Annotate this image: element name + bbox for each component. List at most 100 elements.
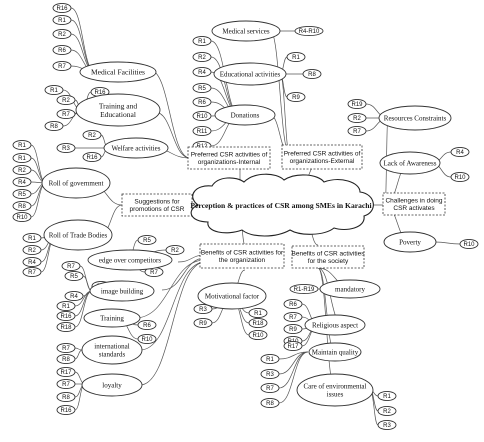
respondent-node[interactable] bbox=[283, 323, 303, 335]
respondent-node[interactable] bbox=[12, 188, 32, 200]
respondent-label: R7 bbox=[62, 112, 70, 118]
respondent-node[interactable] bbox=[283, 311, 303, 323]
respondent-node[interactable] bbox=[22, 244, 42, 256]
respondent-node[interactable] bbox=[377, 390, 397, 402]
theme-care-environment[interactable] bbox=[296, 373, 374, 407]
respondent-node[interactable] bbox=[377, 419, 397, 431]
respondent-node[interactable] bbox=[260, 397, 280, 409]
respondent-node[interactable] bbox=[64, 290, 84, 302]
respondent-node[interactable] bbox=[137, 333, 157, 345]
theme-mandatory[interactable] bbox=[319, 279, 381, 299]
respondent-node[interactable] bbox=[52, 14, 72, 26]
respondent-node[interactable] bbox=[193, 303, 213, 315]
respondent-node[interactable] bbox=[64, 270, 84, 282]
theme-medical-services[interactable] bbox=[211, 20, 281, 42]
respondent-node[interactable] bbox=[22, 232, 42, 244]
respondent-node[interactable] bbox=[52, 44, 72, 56]
theme-religious-aspect-label: Religious aspect bbox=[312, 321, 358, 329]
respondent-node[interactable] bbox=[56, 94, 76, 106]
respondent-node[interactable] bbox=[22, 266, 42, 278]
respondent-node[interactable] bbox=[450, 171, 470, 183]
theme-resources-constraints[interactable] bbox=[378, 105, 452, 131]
respondent-node[interactable] bbox=[56, 342, 76, 354]
respondent-node[interactable] bbox=[377, 405, 397, 417]
respondent-node[interactable] bbox=[192, 82, 212, 94]
theme-edge-over-competitors[interactable] bbox=[87, 249, 173, 271]
respondent-node[interactable] bbox=[12, 152, 32, 164]
respondent-node[interactable] bbox=[286, 91, 306, 103]
theme-roll-of-government[interactable] bbox=[41, 167, 111, 199]
respondent-node[interactable] bbox=[56, 378, 76, 390]
respondent-node[interactable] bbox=[56, 404, 76, 416]
respondent-node[interactable] bbox=[12, 176, 32, 188]
connector-line bbox=[74, 347, 83, 351]
respondent-node[interactable] bbox=[260, 382, 280, 394]
respondent-node[interactable] bbox=[56, 366, 76, 378]
respondent-node[interactable] bbox=[56, 391, 76, 403]
theme-donations[interactable] bbox=[214, 104, 276, 126]
theme-educational-activities[interactable] bbox=[213, 62, 287, 86]
respondent-node[interactable] bbox=[347, 98, 367, 110]
respondent-node[interactable] bbox=[52, 28, 72, 40]
theme-roll-of-government-label: Roll of government bbox=[49, 179, 104, 187]
respondent-node[interactable] bbox=[289, 283, 319, 295]
respondent-node[interactable] bbox=[260, 368, 280, 380]
respondent-node[interactable] bbox=[283, 298, 303, 310]
theme-poverty[interactable] bbox=[383, 231, 437, 253]
respondent-node[interactable] bbox=[294, 25, 324, 37]
respondent-node[interactable] bbox=[283, 340, 303, 352]
respondent-node[interactable] bbox=[56, 321, 76, 333]
theme-motivational-factor[interactable] bbox=[197, 282, 267, 310]
respondent-node[interactable] bbox=[248, 317, 268, 329]
respondent-node[interactable] bbox=[192, 51, 212, 63]
respondent-node[interactable] bbox=[248, 329, 268, 341]
respondent-node[interactable] bbox=[302, 68, 322, 80]
respondent-node[interactable] bbox=[12, 164, 32, 176]
respondent-node[interactable] bbox=[286, 51, 306, 63]
respondent-node[interactable] bbox=[56, 108, 76, 120]
respondent-node[interactable] bbox=[44, 120, 64, 132]
respondent-node[interactable] bbox=[137, 234, 157, 246]
respondent-node[interactable] bbox=[165, 244, 185, 256]
respondent-node[interactable] bbox=[193, 317, 213, 329]
theme-training-educational[interactable] bbox=[75, 93, 161, 127]
respondent-node[interactable] bbox=[52, 2, 72, 14]
theme-roll-of-trade-bodies[interactable] bbox=[43, 219, 113, 251]
respondent-node[interactable] bbox=[347, 112, 367, 124]
theme-training[interactable] bbox=[83, 308, 141, 328]
respondent-node[interactable] bbox=[450, 146, 470, 158]
respondent-node[interactable] bbox=[192, 35, 212, 47]
respondent-node[interactable] bbox=[12, 200, 32, 212]
respondent-node[interactable] bbox=[61, 260, 81, 272]
respondent-node[interactable] bbox=[260, 353, 280, 365]
respondent-node[interactable] bbox=[192, 110, 212, 122]
theme-maintain-quality[interactable] bbox=[308, 342, 362, 362]
respondent-node[interactable] bbox=[56, 353, 76, 365]
respondent-label: R3 bbox=[383, 423, 391, 429]
respondent-node[interactable] bbox=[192, 66, 212, 78]
respondent-node[interactable] bbox=[56, 300, 76, 312]
theme-loyalty[interactable] bbox=[81, 373, 143, 397]
respondent-node[interactable] bbox=[44, 84, 64, 96]
respondent-node[interactable] bbox=[459, 238, 479, 250]
respondent-node[interactable] bbox=[56, 142, 76, 154]
respondent-label: R17 bbox=[287, 344, 299, 350]
theme-international-standards[interactable] bbox=[81, 335, 143, 365]
respondent-node[interactable] bbox=[52, 60, 72, 72]
respondent-node[interactable] bbox=[192, 125, 212, 137]
respondent-node[interactable] bbox=[347, 125, 367, 137]
respondent-node[interactable] bbox=[12, 139, 32, 151]
respondent-node[interactable] bbox=[248, 307, 268, 319]
theme-image-building[interactable] bbox=[89, 280, 155, 302]
respondent-node[interactable] bbox=[137, 319, 157, 331]
theme-medical-facilities[interactable] bbox=[79, 61, 157, 83]
theme-welfare-activities[interactable] bbox=[103, 137, 169, 159]
respondent-node[interactable] bbox=[22, 256, 42, 268]
respondent-node[interactable] bbox=[82, 151, 102, 163]
respondent-node[interactable] bbox=[82, 129, 102, 141]
respondent-node[interactable] bbox=[12, 211, 32, 223]
theme-lack-of-awareness[interactable] bbox=[379, 151, 441, 175]
respondent-node[interactable] bbox=[192, 96, 212, 108]
respondent-node[interactable] bbox=[56, 310, 76, 322]
theme-religious-aspect[interactable] bbox=[304, 314, 366, 336]
